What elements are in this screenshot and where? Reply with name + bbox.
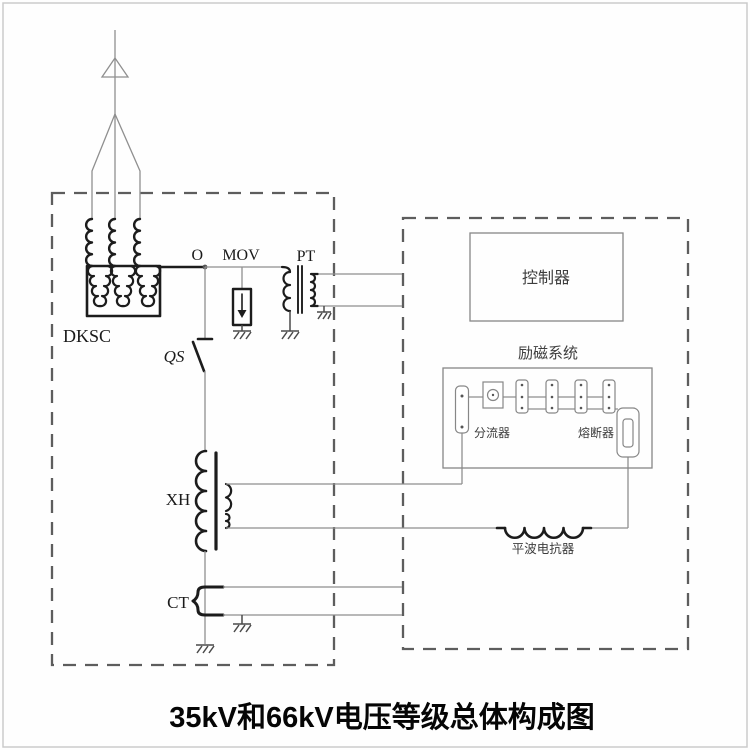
mov-arrester: MOV [222,247,260,340]
control-cabinet-dashed-box [401,216,690,651]
shunt-label: 分流器 [474,426,510,440]
diagram-title: 35kV和66kV电压等级总体构成图 [169,700,594,734]
ground-icon [233,623,252,633]
ct-label: CT [167,593,189,612]
dksc-label: DKSC [63,326,111,346]
excitation-box [442,367,653,469]
mov-arrow-icon [237,310,247,318]
excitation-system: 励磁系统 分流器 熔断器 [442,345,653,469]
incoming-line [91,30,141,219]
ct-transformer: CT [167,585,402,654]
node-o-label: O [191,247,203,264]
ground-icon [196,644,215,654]
dksc-reactor: DKSC [63,217,162,346]
excitation-system-label: 励磁系统 [518,345,578,362]
ground-icon [317,311,332,320]
line-arrow-icon [100,56,130,78]
qs-label: QS [164,347,185,366]
controller-label: 控制器 [522,269,570,287]
valve-side-wiring [226,433,629,529]
fuse-element [616,407,640,458]
power-module [515,379,529,414]
pt-transformer: PT [280,248,402,340]
power-module [602,379,616,414]
ground-icon [233,330,252,340]
smoothing-reactor-label: 平波电抗器 [512,541,575,556]
controller: 控制器 [469,232,624,322]
shunt-element [454,385,470,434]
power-module [545,379,559,414]
smoothing-reactor: 平波电抗器 [495,526,593,556]
power-module [574,379,588,414]
controller-box [469,232,624,322]
qs-disconnector: QS [164,267,214,451]
xh-transformer: XH [166,449,233,644]
mov-label: MOV [222,247,260,264]
ground-icon [281,330,300,340]
primary-equipment-dashed-box [50,191,336,667]
pt-label: PT [297,248,316,265]
xh-label: XH [166,490,191,509]
fuse-label: 熔断器 [578,425,614,440]
dksc-tank-box [85,264,162,318]
